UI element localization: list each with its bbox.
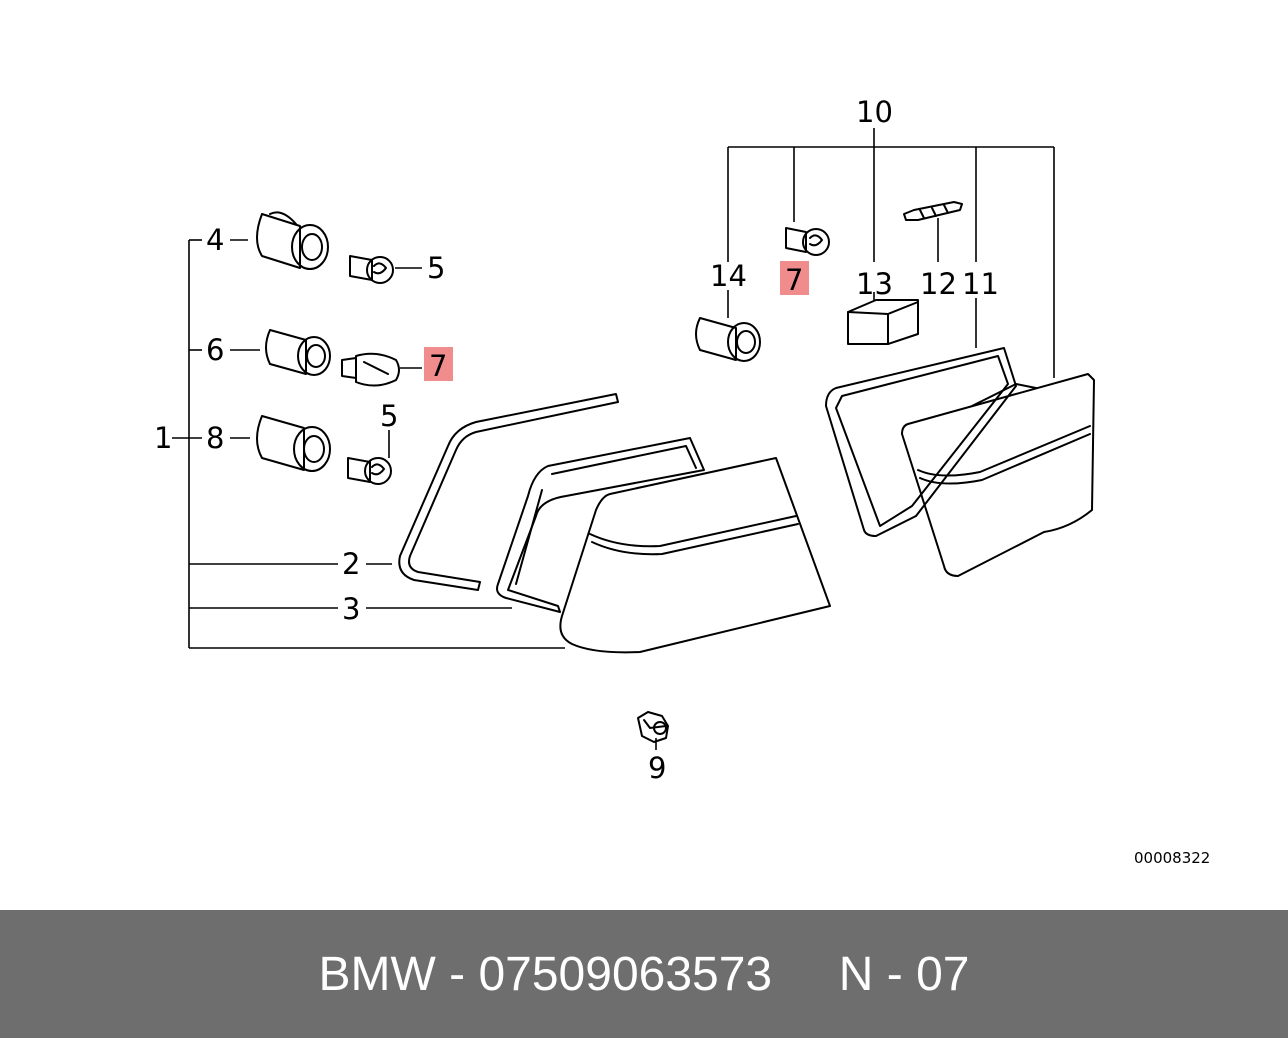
callout-12: 12 [920,267,957,301]
block-13 [847,299,919,345]
callout-6: 6 [206,333,224,367]
socket-4 [256,211,329,270]
parts-diagram: 1 2 3 4 5 6 7 5 8 9 10 14 7 13 12 11 000… [154,95,1210,867]
bulb-7-left [341,352,400,387]
right-bracket [727,128,1055,378]
callout-5-top: 5 [427,251,445,285]
callout-14: 14 [710,259,747,293]
callout-7-right: 7 [785,263,803,297]
callout-13: 13 [856,267,893,301]
callout-11: 11 [962,267,999,301]
callout-9: 9 [648,751,666,785]
callout-10: 10 [856,95,893,129]
inner-lamp-lens [901,373,1095,577]
bulb-5-bottom [347,457,392,485]
footer-part-number: BMW - 07509063573 N - 07 [318,947,970,1001]
left-bracket [172,239,657,750]
footer-bar: BMW - 07509063573 N - 07 [0,910,1288,1038]
callout-7-left: 7 [429,349,447,383]
socket-8 [256,415,331,472]
highlight-7-right [780,261,809,295]
bulb-7-right [785,227,830,256]
callout-5-bottom: 5 [380,399,398,433]
callout-3: 3 [342,592,360,626]
gasket-2 [398,393,619,591]
callout-1: 1 [154,421,172,455]
callout-2: 2 [342,547,360,581]
outer-lamp-lens [559,457,831,654]
callout-4: 4 [206,223,224,257]
seal-3 [496,437,705,613]
callout-8: 8 [206,421,224,455]
bulb-5-top [349,255,394,284]
festoon-bulb-12 [903,201,963,221]
highlight-7-left [424,347,453,381]
image-code: 00008322 [1134,849,1210,867]
nut-9 [637,711,669,743]
gasket-11 [825,347,1017,537]
socket-6 [265,329,331,376]
socket-14 [695,317,761,362]
